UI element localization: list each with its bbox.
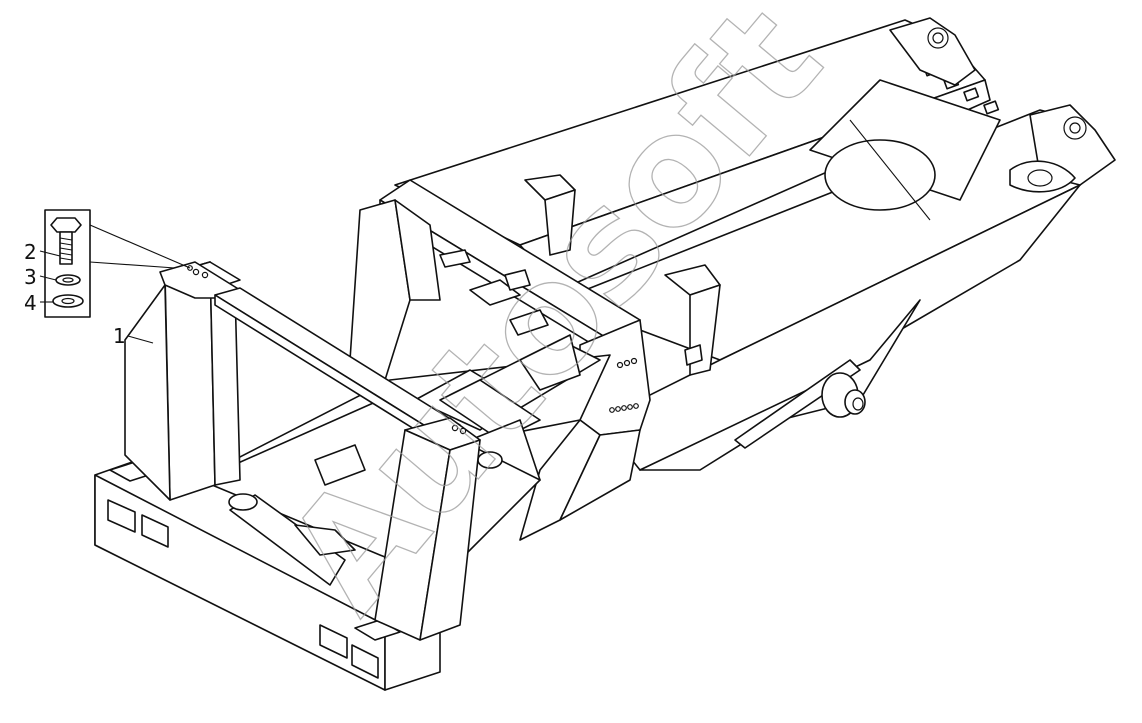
pivot-ends [889,17,1116,193]
callout-lock-washer: 3 [24,265,37,289]
center-tower [349,174,721,541]
callouts: 2 3 4 1 [24,240,126,348]
bolt-icon [50,217,82,233]
callout-frame: 1 [113,324,126,348]
callout-bolt: 2 [24,240,37,264]
callout-flat-washer: 4 [24,291,37,315]
fastener-inset [39,209,191,344]
front-posts [124,261,481,641]
underside-brace [639,299,921,471]
